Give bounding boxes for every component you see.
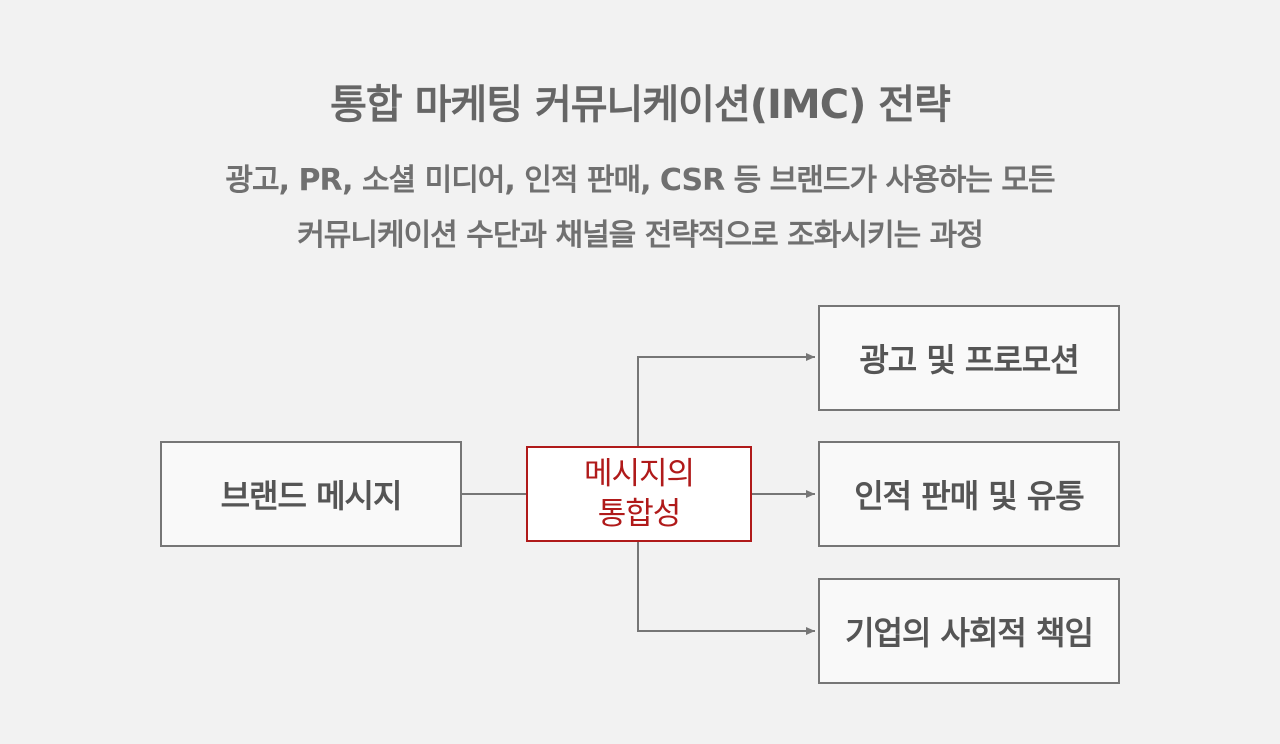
integration-label-line-2: 통합성 — [597, 496, 682, 532]
page-title: 통합 마케팅 커뮤니케이션(IMC) 전략 — [330, 82, 951, 128]
personal-selling-distribution-box: 인적 판매 및 유통 — [818, 441, 1120, 547]
output-label-2: 인적 판매 및 유통 — [854, 477, 1085, 515]
advertising-promotion-box: 광고 및 프로모션 — [818, 305, 1120, 411]
connector-center-to-bottom — [637, 542, 815, 635]
subtitle-line-1: 광고, PR, 소셜 미디어, 인적 판매, CSR 등 브랜드가 사용하는 모… — [225, 163, 1055, 198]
output-label-1: 광고 및 프로모션 — [859, 341, 1079, 379]
brand-message-label: 브랜드 메시지 — [220, 477, 403, 515]
integration-label-line-1: 메시지의 — [583, 456, 695, 492]
connector-center-to-top — [637, 353, 815, 446]
message-integration-box: 메시지의 통합성 — [526, 446, 752, 542]
brand-message-box: 브랜드 메시지 — [160, 441, 462, 547]
subtitle-line-2: 커뮤니케이션 수단과 채널을 전략적으로 조화시키는 과정 — [297, 218, 984, 253]
output-label-3: 기업의 사회적 책임 — [845, 614, 1094, 652]
corporate-social-responsibility-box: 기업의 사회적 책임 — [818, 578, 1120, 684]
